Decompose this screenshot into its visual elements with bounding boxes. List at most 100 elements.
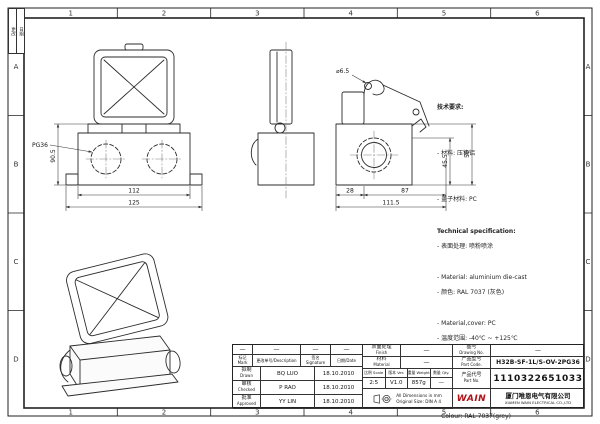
tech-en-line: - Material,cover: PC — [437, 320, 496, 328]
dim-flange-width: 125 — [128, 200, 140, 207]
revision-header-mark-en: Mark — [237, 359, 248, 365]
qty-value: — — [430, 378, 453, 389]
wain-logo: WAIN — [456, 394, 487, 404]
tech-cn-line: - 盖子材料: PC — [437, 196, 477, 204]
thread-size-label: PG36 — [32, 142, 48, 149]
checked-name: P RAO — [261, 381, 315, 395]
locking-lever — [382, 84, 430, 127]
finish-value: — — [401, 345, 453, 357]
part-no-label: 产品代号 Part No. — [453, 369, 491, 389]
drawing-no-value: — — [491, 345, 585, 357]
grid-ref: 2 — [162, 409, 166, 417]
finish-label-cn: 表面处理 — [371, 345, 392, 351]
drawn-role-en: Drawn — [240, 373, 253, 379]
weight-value: 857g — [408, 378, 431, 389]
material-label-cn: 材料 — [376, 357, 387, 363]
dims-side: 28 87 111.5 45.5 50 ⌀6.5 — [335, 68, 476, 211]
grid-ref: 5 — [442, 409, 446, 417]
revision-header-date: 日期/Date — [331, 355, 363, 367]
grid-refs-left: A B C D — [13, 63, 18, 364]
iso-flange — [61, 373, 179, 397]
finish-label: 表面处理 Finish — [363, 345, 401, 357]
part-code-value: H32B-SF-1L/S-OV-2PG36 — [491, 357, 585, 369]
view-profile — [250, 41, 315, 199]
tech-cn-line: - 颜色: RAL 7037 (灰色) — [437, 288, 505, 296]
revision-desc-value: — — [253, 345, 301, 355]
scale-value: 2:5 — [363, 378, 386, 389]
drawn-date: 18.10.2010 — [315, 367, 363, 381]
tech-cn-line: - 表面处理: 喷粉喷涂 — [437, 242, 494, 250]
grid-ref: A — [14, 63, 19, 71]
dims-front: 112 125 90.5 PG36 — [32, 123, 203, 211]
weight-label: 重量 Weight — [408, 369, 431, 378]
corner-box-col-1: 更改 — [9, 9, 17, 53]
version-label: 版本 Ver. — [385, 369, 408, 378]
version-value: V1.0 — [385, 378, 408, 389]
body-side-outline — [335, 123, 413, 186]
dimensions-note-cell: All Dimensions in mm Original Size: DIN … — [363, 389, 453, 409]
grid-ref: 3 — [255, 409, 259, 417]
dim-111-5: 111.5 — [382, 200, 399, 207]
dim-50: 50 — [464, 150, 471, 158]
grid-ref: 6 — [535, 10, 540, 18]
lever-catch — [411, 118, 427, 133]
tech-en-line: - Material: aluminium die-cast — [437, 274, 527, 281]
revision-header-mark-cn: 标记 — [238, 355, 247, 361]
grid-refs-right: A B C D — [585, 63, 590, 364]
material-label: 材料 Material — [363, 357, 401, 369]
view-isometric — [59, 253, 181, 397]
drawing-no-label: 图号 Drawing No. — [453, 345, 491, 357]
part-code-label-en: Part Code. — [461, 362, 482, 368]
grid-ref: D — [13, 356, 18, 364]
cover-side-outline — [341, 91, 365, 125]
approved-role-en: Approved — [236, 401, 257, 407]
title-block: — — — — 标记 Mark 更改单号/Description 签名 Sign… — [232, 344, 585, 409]
grid-ref: B — [14, 161, 19, 169]
scale-label: 比例 Scale — [363, 369, 386, 378]
hood-body-outline — [77, 132, 191, 186]
tech-en-line: - Colour: RAL 7037(grey) — [437, 412, 511, 420]
view-side — [335, 79, 430, 186]
revision-header-sign-cn: 签名 — [311, 355, 320, 361]
approved-name: YY LIN — [261, 395, 315, 409]
drawn-role: 拟制 Drawn — [233, 367, 261, 381]
grid-ref: 4 — [348, 10, 353, 18]
grid-ref: B — [586, 161, 591, 169]
revision-mark-value: — — [233, 345, 253, 355]
hinge-knuckle — [121, 123, 147, 134]
iso-cable-boss-left — [59, 355, 73, 377]
latch-hole — [364, 82, 372, 90]
part-no-label-en: Part No. — [463, 378, 480, 384]
cover-profile-outline — [269, 49, 293, 125]
cover-latch-tab — [124, 43, 144, 51]
revision-header-sign: 签名 Signature — [301, 355, 331, 367]
dim-28: 28 — [346, 188, 354, 195]
drawn-name: BQ LUO — [261, 367, 315, 381]
mount-foot-left — [65, 173, 79, 186]
revision-corner-box: 更改 日期 — [8, 8, 25, 54]
company-name-en: XIAMEN WAIN ELECTRICAL CO.,LTD — [504, 399, 572, 405]
grid-ref: 5 — [442, 10, 446, 18]
approved-role: 批准 Approved — [233, 395, 261, 409]
dim-body-width: 112 — [128, 188, 140, 195]
dim-45-5: 45.5 — [442, 154, 449, 168]
part-no-label-cn: 产品代号 — [461, 372, 482, 379]
grid-ref: 1 — [68, 10, 72, 18]
drawing-no-label-cn: 图号 — [466, 345, 477, 351]
grid-ref: 4 — [348, 409, 353, 417]
grid-ref: 2 — [162, 10, 166, 18]
revision-sign-value: — — [301, 345, 331, 355]
approved-role-cn: 批准 — [241, 395, 252, 402]
qty-label: 数量 Qty. — [430, 369, 453, 378]
drawn-role-cn: 拟制 — [241, 367, 252, 374]
checked-role: 审核 Checked — [233, 381, 261, 395]
grid-refs-bottom: 1 2 3 4 5 6 — [68, 409, 540, 417]
hinge-pin — [274, 122, 286, 134]
grid-ref: D — [585, 356, 590, 364]
iso-lever — [60, 349, 71, 383]
material-label-en: Material — [373, 362, 390, 368]
company-logo-cell: WAIN — [453, 389, 491, 409]
mount-foot-right — [189, 173, 203, 186]
